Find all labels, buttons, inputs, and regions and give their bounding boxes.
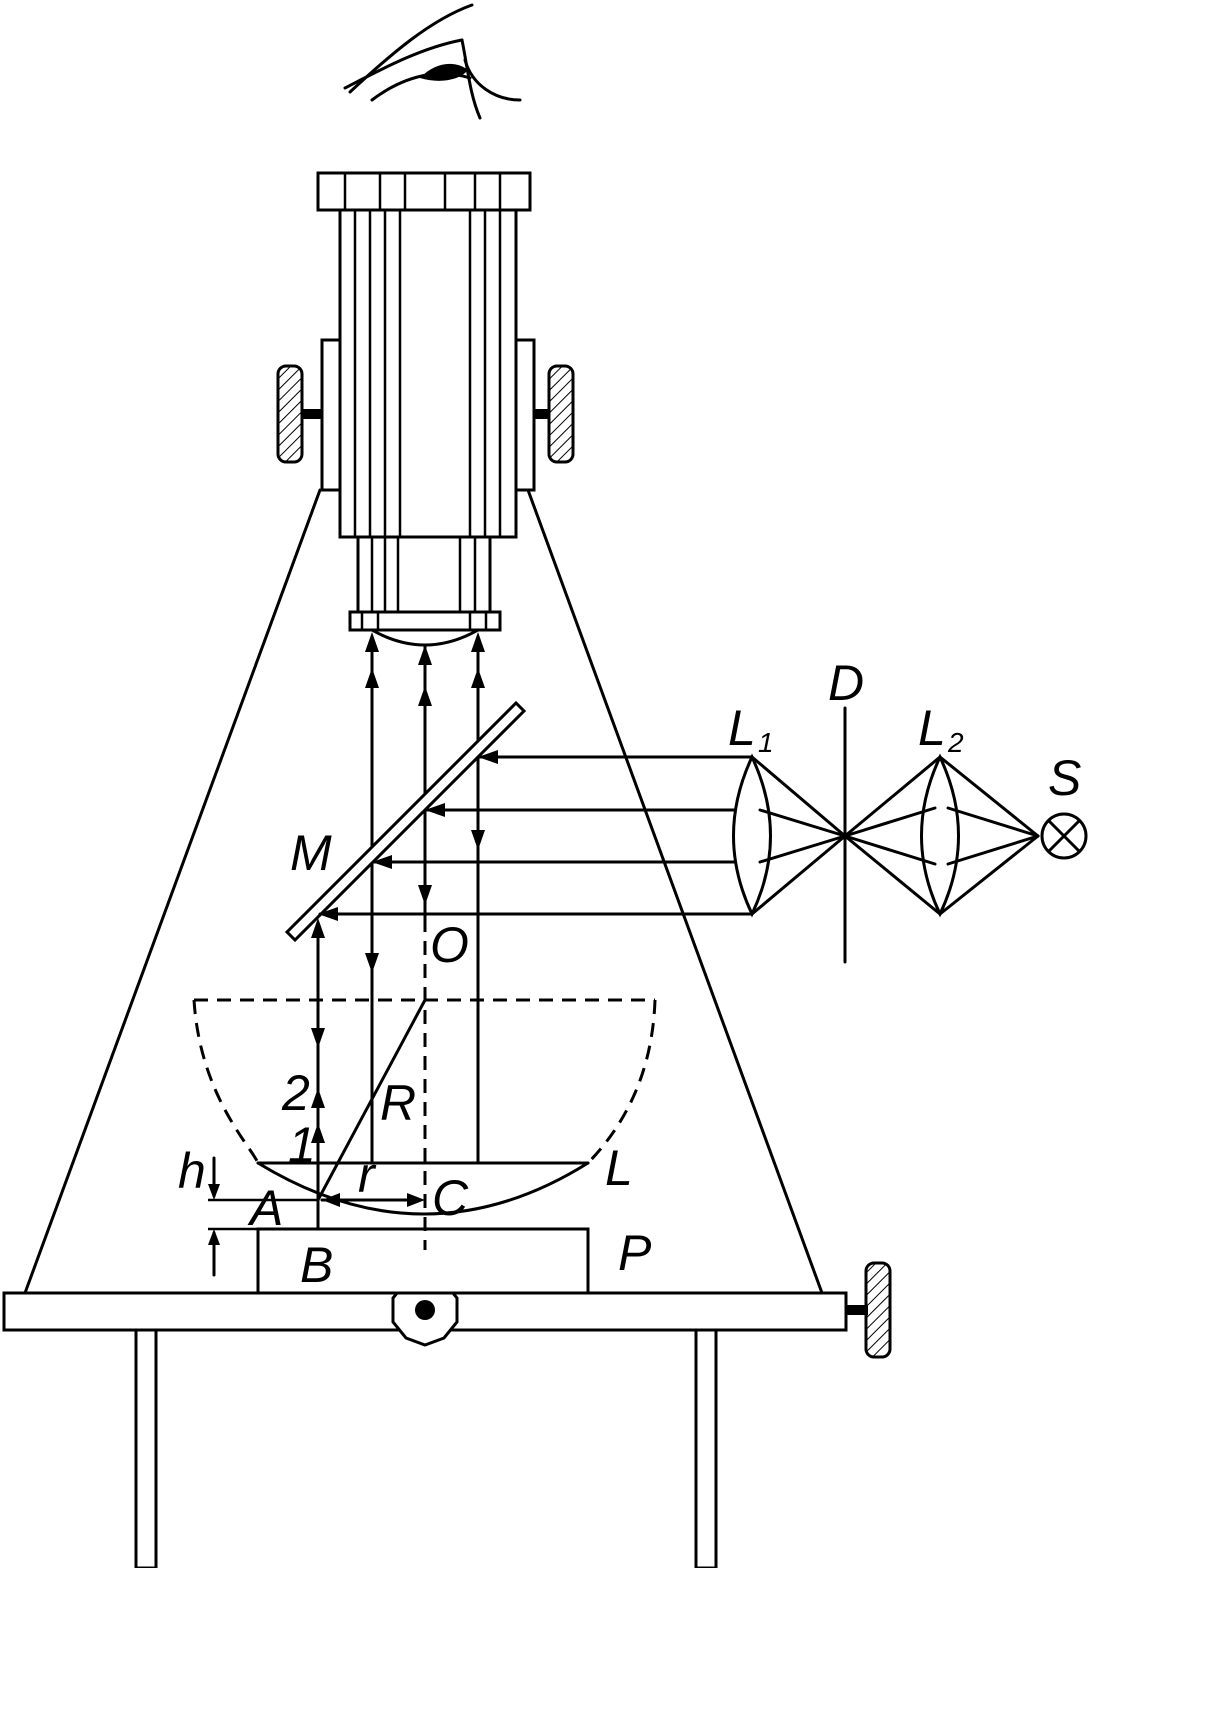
label-ray-1: 1 — [288, 1117, 316, 1173]
label-source: S — [1048, 750, 1081, 806]
label-plate: P — [618, 1225, 652, 1281]
stage-knob[interactable] — [846, 1261, 892, 1359]
label-a: A — [247, 1180, 283, 1236]
glass-plate — [256, 1227, 590, 1295]
stage-base — [2, 1273, 848, 1568]
label-lens1-sub: 1 — [758, 727, 774, 758]
label-center-o: O — [430, 917, 469, 973]
label-lens2: L — [918, 700, 946, 756]
label-b: B — [300, 1237, 333, 1293]
focus-knob-right[interactable] — [534, 364, 575, 464]
objective-body — [356, 535, 492, 614]
label-mirror: M — [290, 825, 332, 881]
microscope-diagram: M D L 1 L 2 S O R 2 1 h A B C r L P — [2, 3, 1088, 1568]
left-leg — [134, 1328, 158, 1568]
label-small-r: r — [358, 1147, 377, 1203]
label-diaphragm: D — [828, 655, 864, 711]
left-bracket — [320, 338, 342, 492]
eyepiece-cap — [316, 171, 532, 212]
stand-frame — [23, 488, 824, 1295]
main-tube — [338, 208, 518, 539]
ray-column-4 — [471, 632, 485, 1165]
ray-column-3 — [418, 643, 432, 920]
objective-ring — [348, 610, 502, 632]
label-ray-2: 2 — [281, 1065, 310, 1121]
label-lens-l: L — [605, 1140, 633, 1196]
right-bracket — [514, 338, 536, 492]
label-lens2-sub: 2 — [947, 727, 964, 758]
label-lens1: L — [728, 700, 756, 756]
lens-l2 — [843, 753, 1040, 918]
label-radius: R — [380, 1075, 416, 1131]
label-h: h — [178, 1143, 206, 1199]
microscope-tube — [316, 171, 536, 647]
eye-icon — [343, 3, 522, 120]
right-leg — [694, 1328, 718, 1568]
lens-l1 — [732, 753, 847, 918]
r-dimension-arrow — [320, 1193, 425, 1207]
focus-knob-left[interactable] — [276, 364, 322, 464]
horizontal-rays — [318, 750, 754, 921]
light-source-icon — [1040, 812, 1088, 860]
half-silvered-mirror — [284, 700, 527, 943]
objective-lens — [370, 628, 480, 647]
diagram-stage: M D L 1 L 2 S O R 2 1 h A B C r L P — [2, 3, 1088, 1568]
label-c: C — [432, 1170, 469, 1226]
h-dimension — [208, 1156, 318, 1277]
ray-column-2 — [365, 632, 379, 1165]
ray-column-left — [311, 918, 325, 1231]
